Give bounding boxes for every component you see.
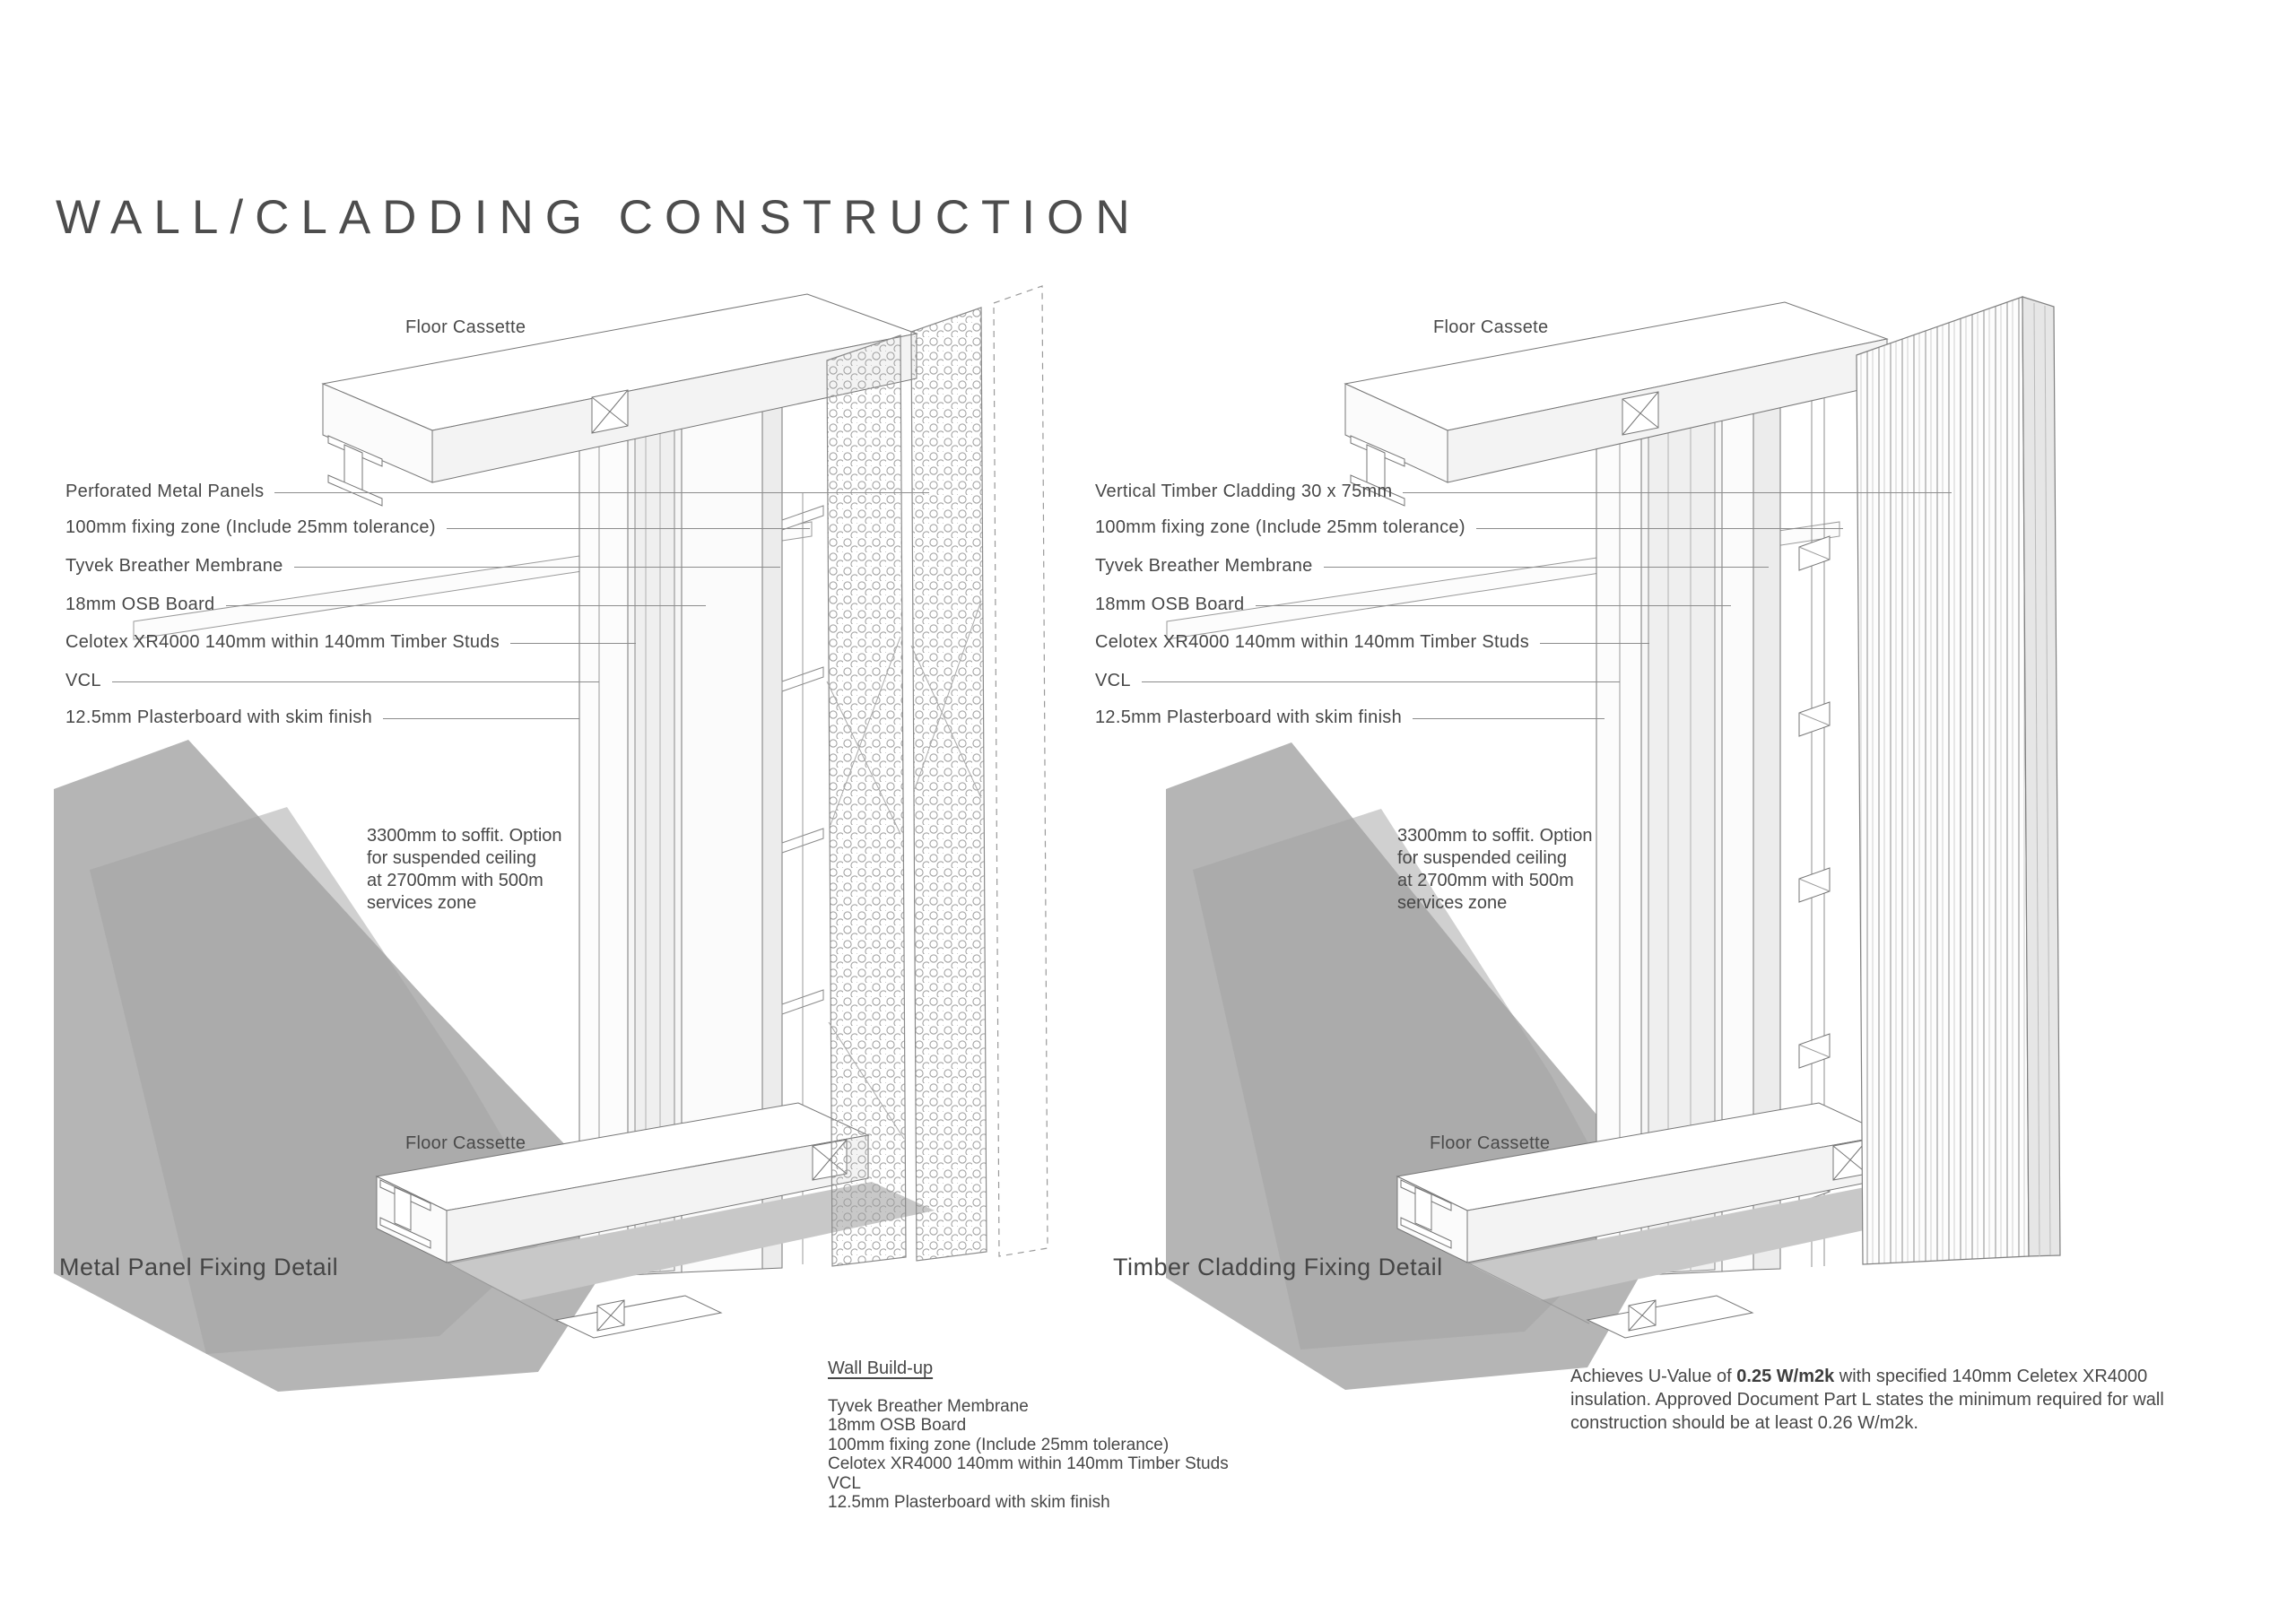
leader-line <box>1413 717 1605 719</box>
callout-label: 18mm OSB Board <box>65 594 215 614</box>
timber-cladding-illustration <box>1166 296 2061 1390</box>
soffit-note-left: 3300mm to soffit. Option for suspended c… <box>367 826 562 913</box>
leader-line <box>111 681 599 682</box>
base-shadow-strip <box>1469 1182 1955 1300</box>
wall-buildup-item: 100mm fixing zone (Include 25mm toleranc… <box>828 1435 1170 1454</box>
callout-vcl-left: VCL <box>65 669 599 692</box>
wall-layers <box>1596 366 1831 1279</box>
wall-buildup-item: Tyvek Breather Membrane <box>828 1396 1029 1416</box>
callout-celotex-left: Celotex XR4000 140mm within 140mm Timber… <box>65 630 636 654</box>
u-value-bold: 0.25 W/m2k <box>1736 1367 1835 1386</box>
wall-buildup-heading: Wall Build-up <box>828 1358 934 1378</box>
callout-tyvek-left: Tyvek Breather Membrane <box>65 554 780 577</box>
floor-cassette-label-top-right: Floor Cassete <box>1433 317 1549 337</box>
callout-label: Celotex XR4000 140mm within 140mm Timber… <box>65 631 500 652</box>
callout-vcl-right: VCL <box>1095 669 1620 692</box>
ghost-panel-outline <box>993 285 1048 1257</box>
callout-label: Tyvek Breather Membrane <box>65 555 283 576</box>
callout-perforated-metal-panels: Perforated Metal Panels <box>65 480 929 503</box>
leader-line <box>383 717 579 719</box>
callout-fixing-zone-right: 100mm fixing zone (Include 25mm toleranc… <box>1095 516 1843 539</box>
callout-label: VCL <box>1095 670 1131 690</box>
wall-buildup: Wall Build-up Tyvek Breather Membrane 18… <box>828 1358 1229 1513</box>
leader-line <box>1255 604 1731 606</box>
floor-cassette-label-bottom-left: Floor Cassette <box>405 1133 526 1153</box>
floor-cassette-label-bottom-right: Floor Cassette <box>1430 1133 1551 1153</box>
leader-line <box>225 604 706 606</box>
callout-label: Vertical Timber Cladding 30 x 75mm <box>1095 481 1393 501</box>
callout-plasterboard-right: 12.5mm Plasterboard with skim finish <box>1095 706 1605 729</box>
leader-line <box>510 642 636 644</box>
page-title: WALL/CLADDING CONSTRUCTION <box>56 191 1142 244</box>
wall-buildup-item: 18mm OSB Board <box>828 1416 967 1435</box>
wall-buildup-item: Celotex XR4000 140mm within 140mm Timber… <box>828 1454 1229 1473</box>
wall-buildup-list: Tyvek Breather Membrane 18mm OSB Board 1… <box>828 1397 1229 1513</box>
top-floor-cassette <box>1344 301 1889 507</box>
callout-label: 100mm fixing zone (Include 25mm toleranc… <box>65 516 436 537</box>
u-value-suffix: with specified 140mm Celetex XR4000 insu… <box>1570 1367 2164 1433</box>
callout-celotex-right: Celotex XR4000 140mm within 140mm Timber… <box>1095 630 1649 654</box>
callout-label: 18mm OSB Board <box>1095 594 1245 614</box>
leader-line <box>1540 642 1649 644</box>
floor-cassette-label-top-left: Floor Cassette <box>405 317 526 337</box>
wall-buildup-item: VCL <box>828 1473 861 1493</box>
caption-metal-panel: Metal Panel Fixing Detail <box>59 1254 339 1280</box>
soffit-note-right: 3300mm to soffit. Option for suspended c… <box>1397 826 1593 913</box>
leader-line <box>293 566 780 568</box>
callout-label: 100mm fixing zone (Include 25mm toleranc… <box>1095 516 1465 537</box>
caption-timber-cladding: Timber Cladding Fixing Detail <box>1113 1254 1443 1280</box>
callout-fixing-zone-left: 100mm fixing zone (Include 25mm toleranc… <box>65 516 810 539</box>
base-shadow-strip <box>448 1182 935 1300</box>
callout-osb-left: 18mm OSB Board <box>65 593 706 616</box>
callout-plasterboard-left: 12.5mm Plasterboard with skim finish <box>65 706 579 729</box>
callout-label: VCL <box>65 670 101 690</box>
u-value-prefix: Achieves U-Value of <box>1570 1367 1737 1386</box>
callout-tyvek-right: Tyvek Breather Membrane <box>1095 554 1769 577</box>
callout-timber-cladding: Vertical Timber Cladding 30 x 75mm <box>1095 480 1952 503</box>
leader-line <box>274 491 929 493</box>
callout-label: Celotex XR4000 140mm within 140mm Timber… <box>1095 631 1530 652</box>
callout-label: Tyvek Breather Membrane <box>1095 555 1313 576</box>
leader-line <box>1403 491 1952 493</box>
callout-label: Perforated Metal Panels <box>65 481 265 501</box>
top-floor-cassette <box>321 293 918 507</box>
perforated-metal-panels <box>826 285 1048 1267</box>
bottom-floor-cassette <box>1396 1102 1891 1339</box>
wall-buildup-item: 12.5mm Plasterboard with skim finish <box>828 1493 1110 1512</box>
wall-layers <box>578 374 824 1279</box>
leader-line <box>446 527 810 529</box>
leader-line <box>1475 527 1843 529</box>
callout-label: 12.5mm Plasterboard with skim finish <box>1095 707 1403 727</box>
leader-line <box>1141 681 1620 682</box>
vertical-timber-cladding <box>1856 296 2061 1265</box>
leader-line <box>1323 566 1769 568</box>
bottom-floor-cassette <box>375 1102 870 1339</box>
callout-osb-right: 18mm OSB Board <box>1095 593 1731 616</box>
u-value-note: Achieves U-Value of 0.25 W/m2k with spec… <box>1570 1365 2227 1435</box>
metal-panel-illustration <box>54 285 1048 1392</box>
callout-label: 12.5mm Plasterboard with skim finish <box>65 707 373 727</box>
